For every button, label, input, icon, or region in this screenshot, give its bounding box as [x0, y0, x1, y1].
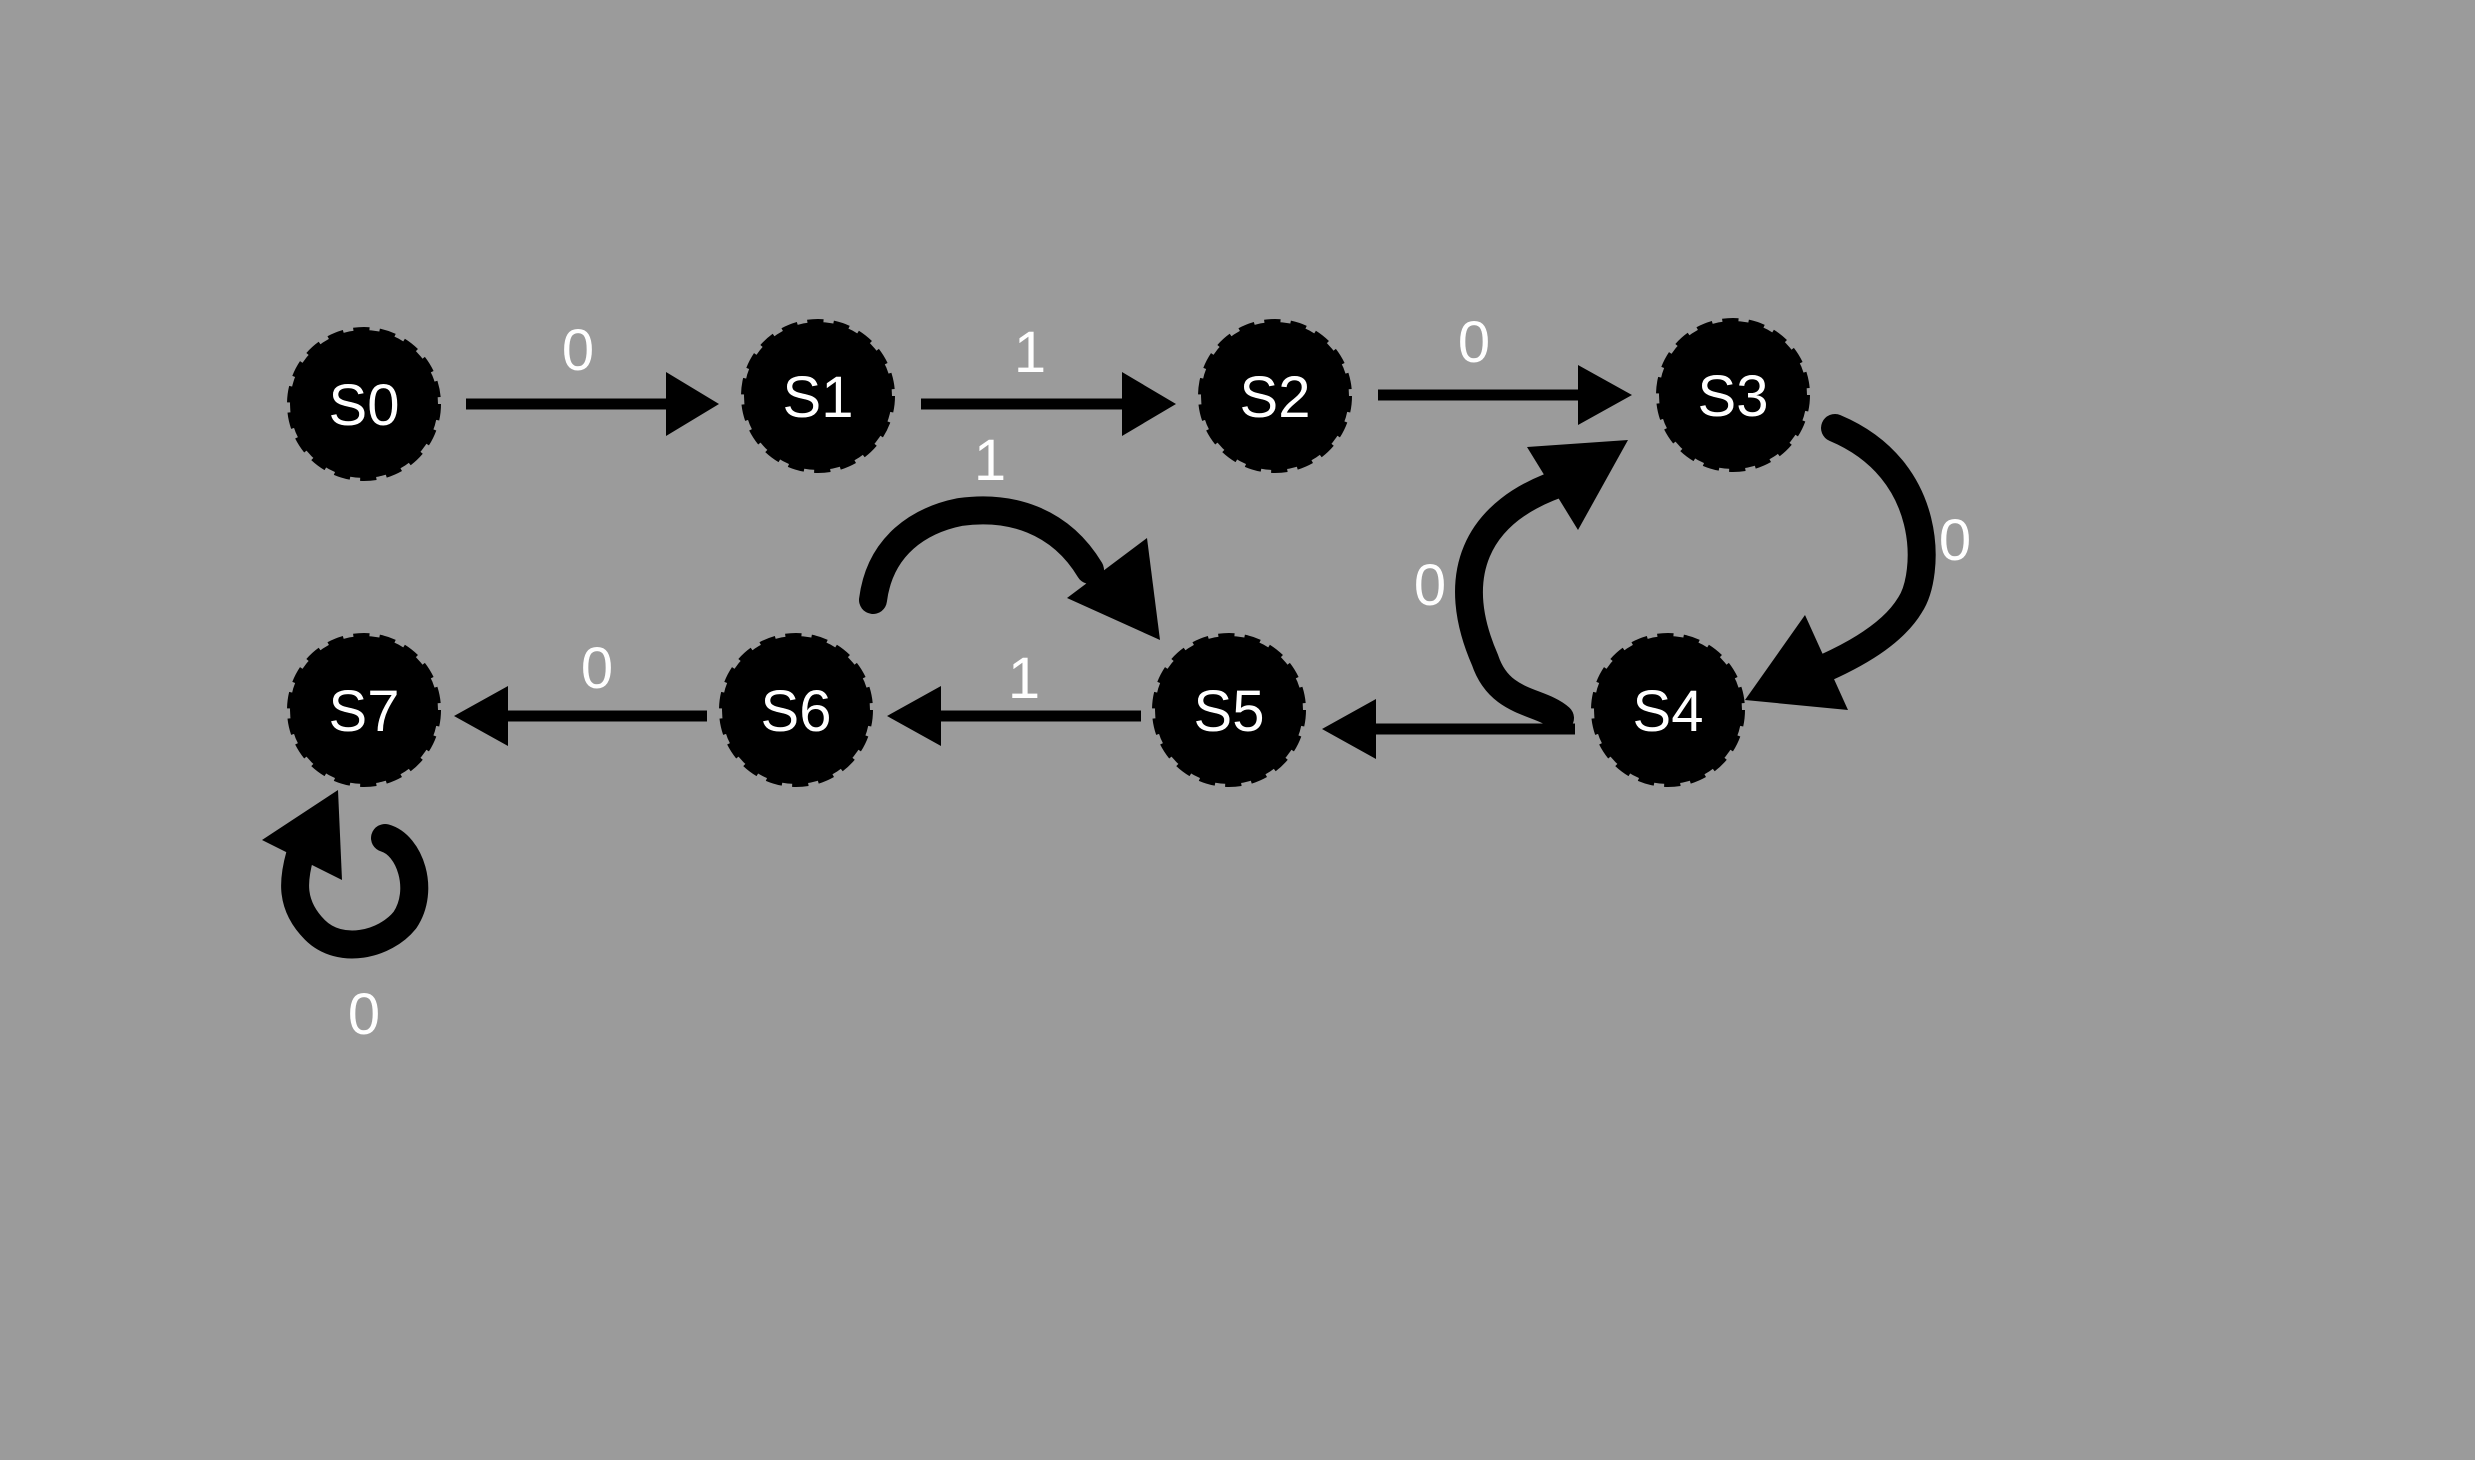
- edge-s1-s2: 1: [921, 320, 1176, 436]
- node-label: S3: [1698, 364, 1769, 429]
- edge-label-s4-s3: 0: [1414, 553, 1446, 618]
- arrowhead-icon: [1578, 365, 1632, 425]
- arrowhead-icon: [887, 686, 941, 746]
- edge-label-s2-s3: 0: [1458, 310, 1490, 375]
- node-label: S0: [329, 373, 400, 438]
- edge-s4-s5: [1322, 699, 1575, 759]
- arrowhead-icon: [1745, 615, 1848, 710]
- node-s0: S0: [287, 327, 441, 481]
- node-s7: S7: [287, 633, 441, 787]
- node-label: S6: [761, 679, 832, 744]
- node-s2: S2: [1198, 319, 1352, 473]
- node-label: S4: [1633, 679, 1704, 744]
- edge-label-s0-s1: 0: [562, 318, 594, 383]
- edge-label-s5-s6: 1: [1008, 646, 1040, 711]
- node-label: S7: [329, 679, 400, 744]
- edge-s7-self-loop: 0: [262, 790, 429, 1047]
- arrowhead-icon: [1322, 699, 1376, 759]
- node-label: S1: [783, 365, 854, 430]
- edge-label-s6-s7: 0: [581, 636, 613, 701]
- arrowhead-icon: [1527, 440, 1628, 530]
- arrowhead-icon: [1067, 538, 1160, 640]
- node-s5: S5: [1152, 633, 1306, 787]
- edge-s4-s3: 0: [1414, 440, 1628, 732]
- edge-label-s6-s5: 1: [974, 428, 1006, 493]
- arrowhead-icon: [262, 790, 342, 880]
- edge-s6-s7: 0: [454, 636, 707, 746]
- node-s1: S1: [741, 319, 895, 473]
- arrowhead-icon: [1122, 372, 1176, 436]
- node-s4: S4: [1591, 633, 1745, 787]
- edge-label-s1-s2: 1: [1014, 320, 1046, 385]
- edge-label-s7-self: 0: [348, 982, 380, 1047]
- node-s3: S3: [1656, 318, 1810, 472]
- arrowhead-icon: [666, 372, 719, 436]
- node-s6: S6: [719, 633, 873, 787]
- edge-s0-s1: 0: [466, 318, 719, 436]
- node-label: S5: [1194, 679, 1265, 744]
- edge-s5-s6: 1: [887, 646, 1141, 746]
- edge-s3-s4: 0: [1745, 414, 1971, 710]
- edge-label-s3-s4: 0: [1939, 508, 1971, 573]
- edge-s6-s5: 1: [859, 428, 1160, 640]
- node-label: S2: [1240, 365, 1311, 430]
- edge-s2-s3: 0: [1378, 310, 1632, 425]
- arrowhead-icon: [454, 686, 508, 746]
